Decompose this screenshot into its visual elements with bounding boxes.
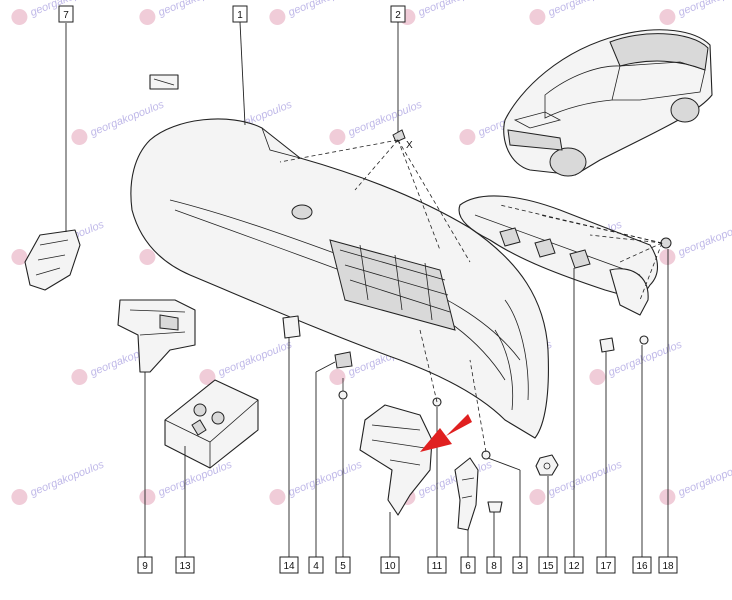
callout-13: 13: [175, 556, 195, 574]
push-rivet-8: [487, 501, 503, 513]
svg-text:georgakopoulos: georgakopoulos: [89, 98, 167, 139]
fastener-kit-box: [164, 379, 259, 469]
leader-lines: [65, 21, 669, 557]
callout-11: 11: [427, 556, 447, 574]
clip-4: [334, 351, 353, 369]
nut-15: [535, 454, 559, 476]
callout-14: 14: [279, 556, 299, 574]
svg-text:17: 17: [600, 561, 612, 572]
highlight-arrow: [420, 414, 472, 452]
side-bracket-left: [24, 229, 81, 291]
screw-5: [338, 378, 348, 400]
watermark-mark: georgakopoulos: [529, 0, 625, 26]
screw-3: [481, 450, 491, 460]
clip-17: [599, 337, 615, 353]
watermark-mark: georgakopoulos: [11, 0, 106, 26]
screw-2: X: [392, 129, 413, 151]
svg-text:10: 10: [384, 561, 396, 572]
vehicle-illustration: [503, 29, 713, 177]
svg-text:georgakopoulos: georgakopoulos: [29, 458, 107, 499]
callout-9: 9: [137, 556, 153, 574]
assembly-dashed-lines: [279, 139, 663, 453]
side-bracket-6: [454, 457, 479, 531]
svg-text:1: 1: [237, 10, 243, 21]
watermark-mark: georgakopoulos: [199, 338, 295, 386]
svg-text:georgakopoulos: georgakopoulos: [677, 218, 732, 259]
svg-text:14: 14: [283, 561, 295, 572]
svg-text:12: 12: [568, 561, 580, 572]
callout-8: 8: [486, 556, 502, 574]
watermark-mark: georgakopoulos: [11, 458, 107, 506]
callout-10: 10: [380, 556, 400, 574]
svg-text:georgakopoulos: georgakopoulos: [347, 98, 425, 139]
svg-text:11: 11: [432, 561, 443, 572]
svg-text:georgakopoulos: georgakopoulos: [547, 0, 625, 19]
callout-4: 4: [308, 556, 324, 574]
callout-16: 16: [632, 556, 652, 574]
svg-text:3: 3: [517, 561, 523, 572]
svg-text:georgakopoulos: georgakopoulos: [157, 0, 235, 19]
callout-2: 2: [390, 5, 406, 23]
small-clip-14: [282, 315, 301, 339]
svg-text:2: 2: [395, 10, 401, 21]
svg-text:8: 8: [491, 561, 497, 572]
reference-x-label: X: [406, 140, 413, 151]
rear-bumper-bracket-10: [359, 397, 442, 516]
watermark-mark: georgakopoulos: [139, 0, 235, 26]
callout-17: 17: [596, 556, 616, 574]
svg-text:18: 18: [662, 561, 674, 572]
svg-text:7: 7: [63, 10, 69, 21]
rear-bumper-cover: [130, 118, 549, 439]
callout-7: 7: [58, 5, 74, 23]
svg-text:9: 9: [142, 561, 148, 572]
svg-text:4: 4: [313, 561, 319, 572]
callout-15: 15: [538, 556, 558, 574]
svg-text:georgakopoulos: georgakopoulos: [287, 458, 365, 499]
svg-text:16: 16: [636, 561, 648, 572]
watermark-mark: georgakopoulos: [659, 0, 732, 26]
bolt-18: [660, 237, 672, 249]
svg-text:georgakopoulos: georgakopoulos: [217, 338, 295, 379]
svg-text:georgakopoulos: georgakopoulos: [417, 0, 495, 19]
watermark-mark: georgakopoulos: [139, 458, 235, 506]
callout-12: 12: [564, 556, 584, 574]
rear-lower-valance: [458, 195, 659, 316]
svg-text:georgakopoulos: georgakopoulos: [157, 458, 235, 499]
svg-text:georgakopoulos: georgakopoulos: [607, 338, 685, 379]
screw-16: [639, 335, 649, 345]
svg-text:georgakopoulos: georgakopoulos: [677, 0, 732, 19]
svg-text:5: 5: [340, 561, 346, 572]
watermark-mark: georgakopoulos: [269, 0, 365, 26]
callout-18: 18: [658, 556, 678, 574]
svg-text:6: 6: [465, 561, 471, 572]
svg-text:georgakopoulos: georgakopoulos: [287, 0, 365, 19]
svg-text:georgakopoulos: georgakopoulos: [677, 458, 732, 499]
callout-3: 3: [512, 556, 528, 574]
license-plate-light: [149, 74, 179, 90]
callout-1: 1: [232, 5, 248, 23]
watermark-mark: georgakopoulos: [399, 0, 495, 26]
callout-5: 5: [335, 556, 351, 574]
svg-text:13: 13: [179, 561, 191, 572]
svg-text:15: 15: [542, 561, 554, 572]
callout-6: 6: [460, 556, 476, 574]
center-bracket: [117, 299, 196, 373]
